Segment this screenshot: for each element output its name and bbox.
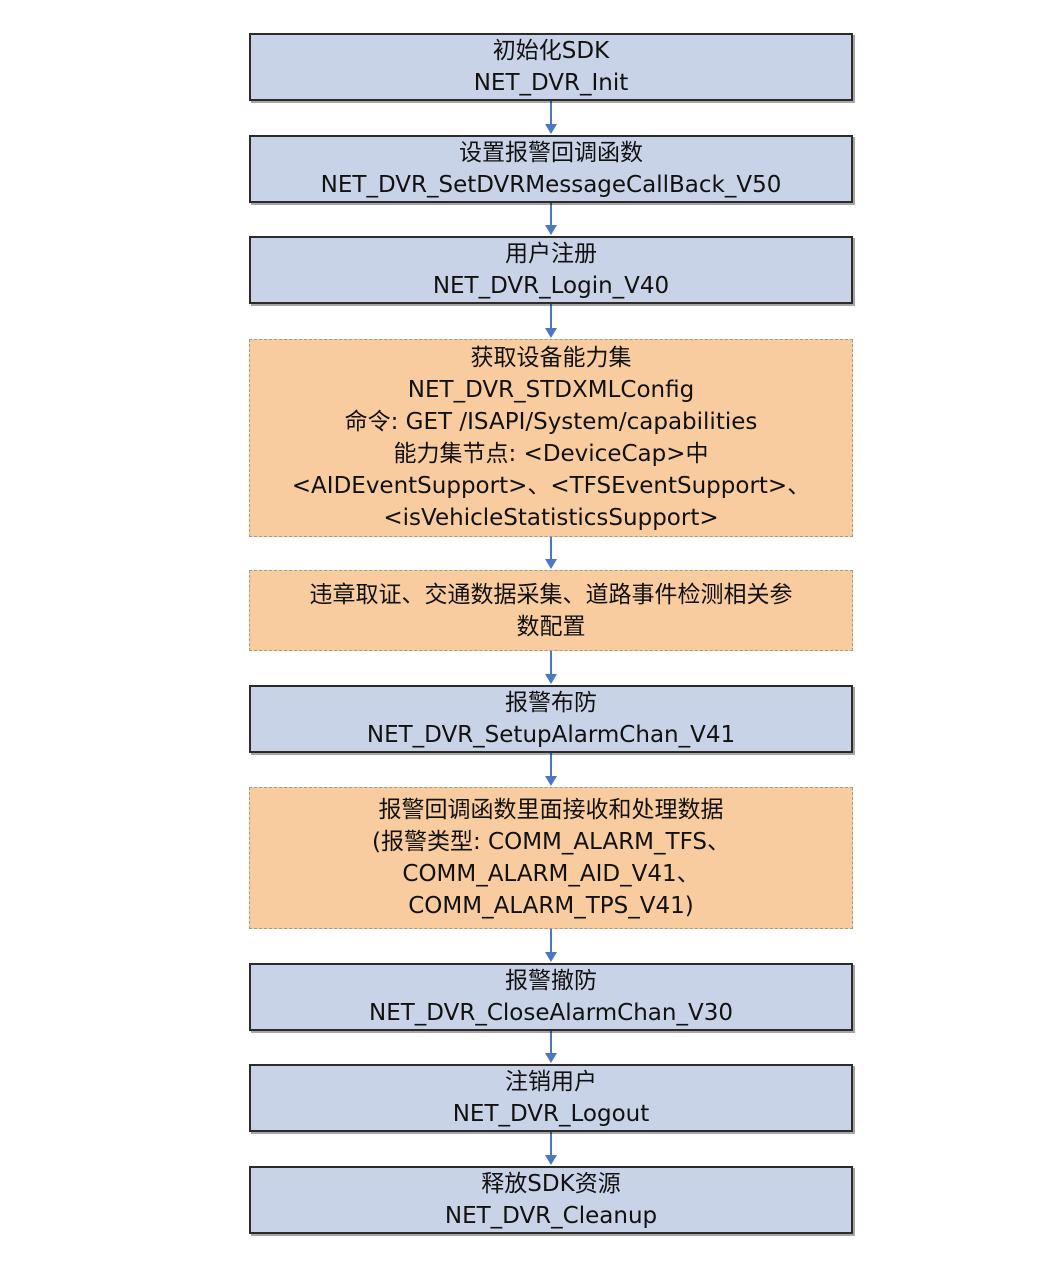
step-get-capabilities-title: 获取设备能力集 [470, 345, 632, 371]
step-get-capabilities-node: 能力集节点: <DeviceCap>中 [393, 441, 709, 467]
step-set-callback: 设置报警回调函数 NET_DVR_SetDVRMessageCallBack_V… [249, 135, 853, 203]
step-get-capabilities: 获取设备能力集 NET_DVR_STDXMLConfig 命令: GET /IS… [249, 339, 853, 537]
step-process-data: 报警回调函数里面接收和处理数据 (报警类型: COMM_ALARM_TFS、 C… [249, 787, 853, 929]
step-get-capabilities-support: <AIDEventSupport>、<TFSEventSupport>、 [291, 473, 811, 499]
arrow-head-icon [545, 674, 557, 684]
step-get-capabilities-api: NET_DVR_STDXMLConfig [407, 377, 695, 403]
arrow-head-icon [545, 1053, 557, 1063]
step-login-title: 用户注册 [505, 241, 597, 267]
step-process-data-title: 报警回调函数里面接收和处理数据 [378, 797, 724, 823]
step-param-config-line2: 数配置 [516, 613, 586, 640]
step-login-api: NET_DVR_Login_V40 [432, 273, 670, 299]
step-init-sdk: 初始化SDK NET_DVR_Init [249, 33, 853, 101]
step-cleanup: 释放SDK资源 NET_DVR_Cleanup [249, 1166, 853, 1234]
step-param-config-line1: 违章取证、交通数据采集、道路事件检测相关参 [309, 581, 793, 608]
step-cleanup-title: 释放SDK资源 [481, 1171, 621, 1197]
step-logout-api: NET_DVR_Logout [452, 1101, 650, 1127]
step-cleanup-api: NET_DVR_Cleanup [444, 1203, 658, 1229]
step-process-data-tps: COMM_ALARM_TPS_V41) [408, 893, 694, 919]
step-get-capabilities-vehicle: <isVehicleStatisticsSupport> [383, 505, 719, 531]
arrow-head-icon [545, 124, 557, 134]
step-close-alarm: 报警撤防 NET_DVR_CloseAlarmChan_V30 [249, 963, 853, 1031]
step-init-sdk-api: NET_DVR_Init [473, 70, 629, 96]
step-login: 用户注册 NET_DVR_Login_V40 [249, 236, 853, 304]
arrow-head-icon [545, 559, 557, 569]
arrow-head-icon [545, 1155, 557, 1165]
step-logout: 注销用户 NET_DVR_Logout [249, 1064, 853, 1132]
step-setup-alarm-title: 报警布防 [505, 690, 597, 716]
step-close-alarm-api: NET_DVR_CloseAlarmChan_V30 [369, 1000, 733, 1026]
step-get-capabilities-command: 命令: GET /ISAPI/System/capabilities [344, 409, 758, 435]
step-param-config: 违章取证、交通数据采集、道路事件检测相关参 数配置 [249, 570, 853, 651]
arrow-head-icon [545, 776, 557, 786]
arrow-head-icon [545, 328, 557, 338]
step-setup-alarm-api: NET_DVR_SetupAlarmChan_V41 [366, 722, 736, 748]
step-init-sdk-title: 初始化SDK [492, 38, 610, 64]
step-set-callback-title: 设置报警回调函数 [459, 140, 643, 166]
step-close-alarm-title: 报警撤防 [505, 968, 597, 994]
arrow-head-icon [545, 225, 557, 235]
arrow-head-icon [545, 952, 557, 962]
step-process-data-aid: COMM_ALARM_AID_V41、 [402, 861, 700, 887]
step-setup-alarm: 报警布防 NET_DVR_SetupAlarmChan_V41 [249, 685, 853, 753]
step-logout-title: 注销用户 [505, 1069, 597, 1095]
step-set-callback-api: NET_DVR_SetDVRMessageCallBack_V50 [320, 172, 782, 198]
step-process-data-type: (报警类型: COMM_ALARM_TFS、 [372, 829, 730, 855]
